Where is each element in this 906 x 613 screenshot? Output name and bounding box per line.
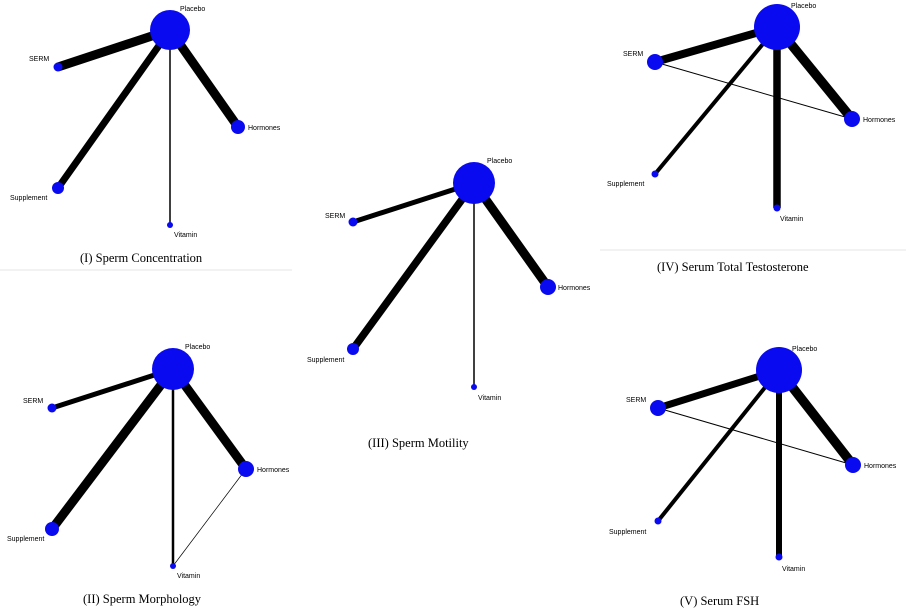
edge-placebo-supplement — [653, 25, 779, 176]
node-vitamin — [775, 553, 783, 561]
node-vitamin — [167, 222, 173, 228]
edge-serm-hormones — [657, 407, 854, 466]
network-panels: PlaceboSERMHormonesSupplementVitamin(I) … — [7, 3, 897, 608]
node-label-hormones: Hormones — [864, 463, 897, 470]
node-vitamin — [471, 384, 477, 390]
node-vitamin — [773, 204, 781, 212]
node-serm — [53, 62, 63, 72]
node-serm — [348, 217, 358, 227]
node-placebo — [453, 162, 495, 204]
edge-placebo-hormones — [470, 180, 552, 290]
node-label-hormones: Hormones — [558, 285, 591, 292]
node-hormones — [844, 111, 860, 127]
node-serm — [47, 403, 57, 413]
node-supplement — [654, 517, 662, 525]
node-label-hormones: Hormones — [863, 117, 896, 124]
node-label-vitamin: Vitamin — [177, 573, 200, 580]
node-vitamin — [170, 563, 176, 569]
node-hormones — [540, 279, 556, 295]
node-label-vitamin: Vitamin — [478, 395, 501, 402]
node-label-supplement: Supplement — [607, 181, 644, 188]
node-label-hormones: Hormones — [257, 467, 290, 474]
network-caption: (II) Sperm Morphology — [83, 592, 202, 606]
network-caption: (V) Serum FSH — [680, 594, 759, 608]
node-label-serm: SERM — [325, 213, 345, 220]
node-label-supplement: Supplement — [307, 357, 344, 364]
node-label-vitamin: Vitamin — [780, 216, 803, 223]
node-label-serm: SERM — [29, 56, 49, 63]
node-label-placebo: Placebo — [185, 344, 210, 351]
node-label-placebo: Placebo — [180, 6, 205, 13]
node-label-supplement: Supplement — [609, 529, 646, 536]
node-label-serm: SERM — [626, 397, 646, 404]
network-caption: (I) Sperm Concentration — [80, 251, 203, 265]
edge-hormones-vitamin — [172, 468, 247, 567]
node-placebo — [152, 348, 194, 390]
edge-placebo-supplement — [48, 366, 177, 532]
network-caption: (III) Sperm Motility — [368, 436, 469, 450]
node-hormones — [845, 457, 861, 473]
node-hormones — [238, 461, 254, 477]
node-label-vitamin: Vitamin — [174, 232, 197, 239]
node-placebo — [754, 4, 800, 50]
edge-placebo-serm — [51, 366, 174, 411]
node-label-vitamin: Vitamin — [782, 566, 805, 573]
node-placebo — [756, 347, 802, 393]
node-label-placebo: Placebo — [792, 346, 817, 353]
node-supplement — [45, 522, 59, 536]
edge-placebo-supplement — [349, 180, 478, 352]
edge-serm-hormones — [654, 61, 853, 120]
edge-placebo-supplement — [656, 368, 781, 523]
node-label-hormones: Hormones — [248, 125, 281, 132]
node-label-serm: SERM — [23, 398, 43, 405]
node-supplement — [347, 343, 359, 355]
edge-placebo-serm — [352, 180, 475, 225]
panel-separators — [0, 249, 906, 271]
node-supplement — [52, 182, 64, 194]
node-supplement — [651, 170, 659, 178]
node-hormones — [231, 120, 245, 134]
network-caption: (IV) Serum Total Testosterone — [657, 260, 809, 274]
node-serm — [647, 54, 663, 70]
node-label-placebo: Placebo — [791, 3, 816, 10]
node-label-placebo: Placebo — [487, 158, 512, 165]
edge-placebo-supplement — [55, 27, 173, 191]
node-label-supplement: Supplement — [7, 536, 44, 543]
node-serm — [650, 400, 666, 416]
node-placebo — [150, 10, 190, 50]
node-label-serm: SERM — [623, 51, 643, 58]
node-label-supplement: Supplement — [10, 195, 47, 202]
